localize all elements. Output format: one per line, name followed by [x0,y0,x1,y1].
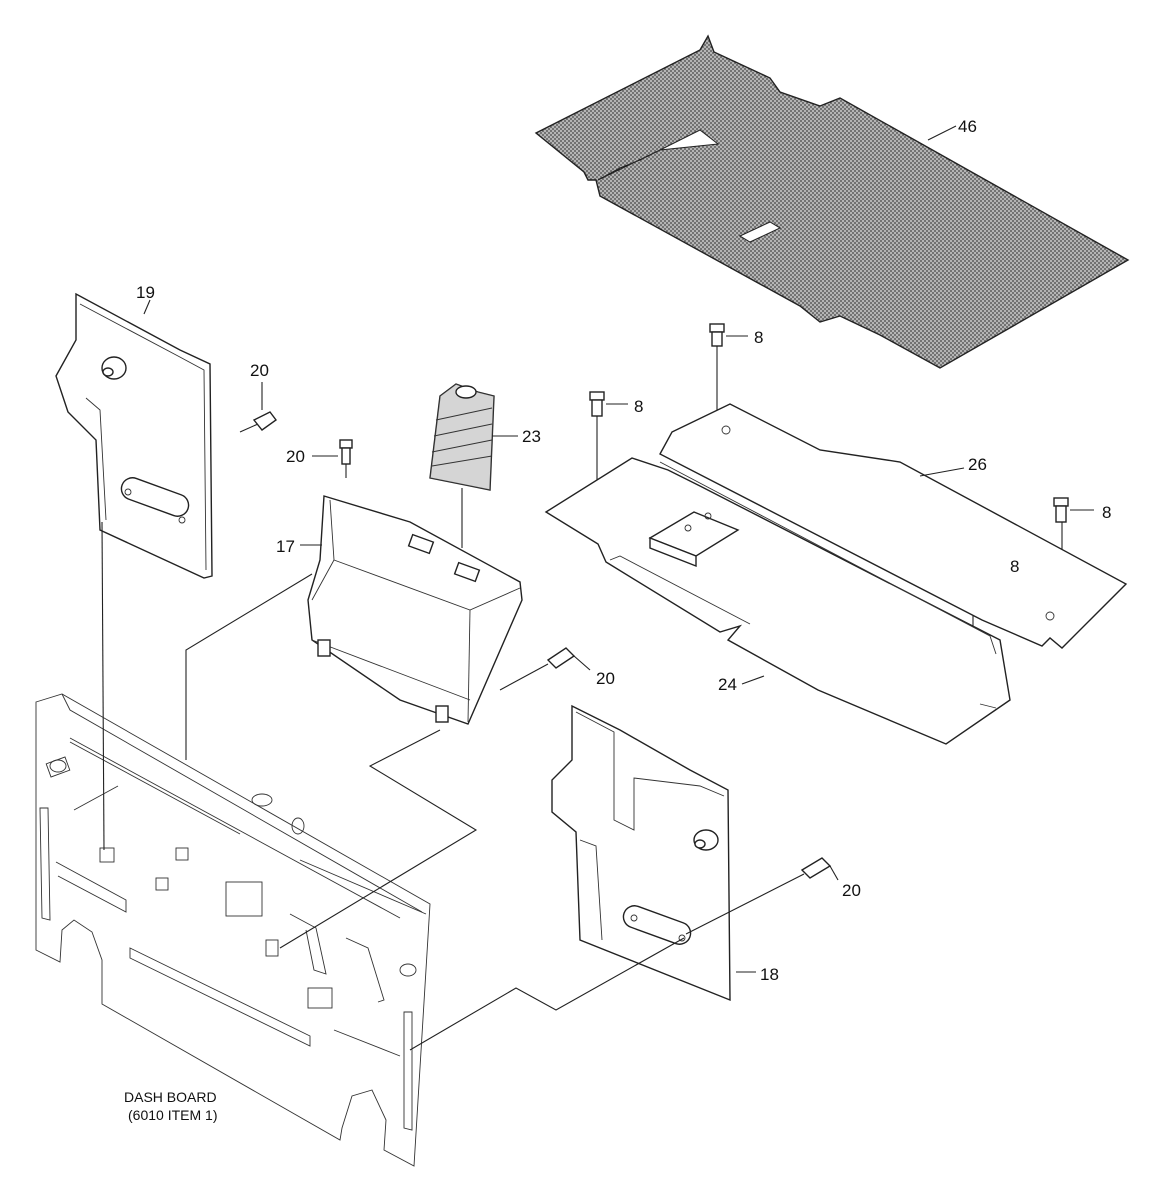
callout-labels: 46 19 20 20 23 17 20 8 8 26 8 8 24 20 18… [124,117,1111,1123]
fastener-8a [709,323,748,412]
screw-20a [239,382,277,433]
callout-23: 23 [522,427,541,446]
boot-23 [429,383,518,548]
callout-26: 26 [968,455,987,474]
dash-board [35,693,431,1167]
dash-board-label-line2: (6010 ITEM 1) [128,1107,217,1123]
console-box-17 [300,495,523,725]
callout-20a: 20 [250,361,269,380]
callout-20c: 20 [596,669,615,688]
callout-8d: 8 [1010,557,1019,576]
leader-lines [101,521,685,1051]
callout-8c: 8 [1102,503,1111,522]
side-panel-19 [55,292,213,579]
callout-19: 19 [136,283,155,302]
screw-20d [685,857,839,935]
fastener-8b [589,391,628,484]
screw-20c [499,647,591,691]
callout-8a: 8 [754,328,763,347]
floor-panel-26 [659,403,1128,649]
side-panel-18 [551,704,756,1002]
callout-20d: 20 [842,881,861,900]
floor-mat-46 [534,34,1130,369]
callout-24: 24 [718,675,737,694]
screw-20b [312,439,353,478]
floor-panel-24 [544,457,1011,745]
callout-20b: 20 [286,447,305,466]
callout-17: 17 [276,537,295,556]
callout-46: 46 [958,117,977,136]
dash-board-label-line1: DASH BOARD [124,1089,217,1105]
callout-18: 18 [760,965,779,984]
callout-8b: 8 [634,397,643,416]
